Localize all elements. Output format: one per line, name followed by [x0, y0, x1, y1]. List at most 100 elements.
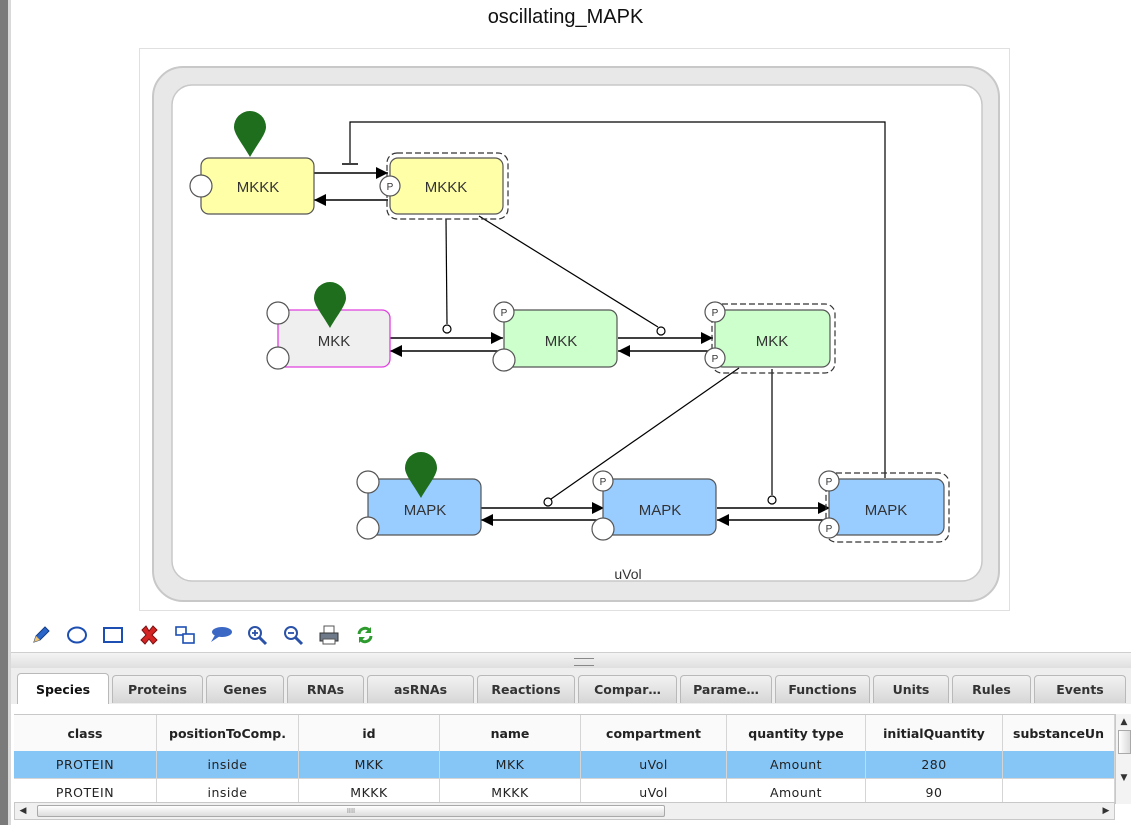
phospho-site-label: P	[600, 477, 607, 488]
inhibition-line-feedback[interactable]	[349, 121, 886, 478]
species-mkk-double-p[interactable]	[714, 309, 831, 368]
species-label: MKKK	[425, 179, 468, 196]
tab-compartments[interactable]: Compar…	[578, 675, 677, 703]
tab-proteins[interactable]: Proteins	[112, 675, 203, 703]
phospho-site[interactable]	[704, 301, 726, 323]
table-cell[interactable]: MKK	[299, 751, 440, 779]
species-mapk-single-p[interactable]	[602, 478, 717, 536]
residue-site[interactable]	[189, 174, 213, 198]
phospho-site[interactable]	[818, 470, 840, 492]
phospho-site-label: P	[501, 308, 508, 319]
residue-site[interactable]	[356, 516, 380, 540]
residue-site[interactable]	[266, 346, 290, 370]
phospho-site[interactable]	[379, 175, 401, 197]
species-mkk-single-p[interactable]	[503, 309, 618, 368]
table-cell[interactable]: 280	[866, 751, 1003, 779]
pencil-icon[interactable]	[26, 622, 56, 648]
species-label: MKKK	[237, 179, 280, 196]
multimer-outline	[825, 472, 950, 543]
residue-site[interactable]	[591, 517, 615, 541]
column-header-substance-units[interactable]: substanceUn	[1003, 715, 1115, 751]
table-cell[interactable]: PROTEIN	[14, 751, 157, 779]
table-cell[interactable]: Amount	[727, 751, 866, 779]
column-header-position[interactable]: positionToComp.	[157, 715, 299, 751]
vertical-scrollbar[interactable]: ▲ ▼	[1115, 714, 1131, 804]
layout-icon[interactable]	[170, 622, 200, 648]
phospho-site-label: P	[712, 308, 719, 319]
ellipse-icon[interactable]	[62, 622, 92, 648]
tab-rules[interactable]: Rules	[952, 675, 1031, 703]
phospho-site-label: P	[826, 524, 833, 535]
catalysis-marker-1	[442, 324, 452, 334]
phospho-site[interactable]	[592, 470, 614, 492]
phospho-site-label: P	[387, 182, 394, 193]
tab-asrnas[interactable]: asRNAs	[367, 675, 474, 703]
map-pin-icon[interactable]	[234, 111, 266, 157]
splitter-grip[interactable]	[574, 658, 594, 666]
table-cell[interactable]	[1003, 751, 1115, 779]
refresh-icon[interactable]	[350, 622, 380, 648]
scroll-grip: IIII	[346, 807, 356, 815]
residue-site[interactable]	[492, 348, 516, 372]
catalysis-line-mkkk-mkk2[interactable]	[478, 215, 659, 328]
tab-reactions[interactable]: Reactions	[477, 675, 575, 703]
diagram-toolbar	[26, 620, 380, 650]
compartment-label: uVol	[614, 566, 641, 582]
diagram-title: oscillating_MAPK	[487, 6, 644, 28]
tab-rnas[interactable]: RNAs	[287, 675, 364, 703]
residue-site[interactable]	[356, 470, 380, 494]
table-row[interactable]: PROTEIN inside MKK MKK uVol Amount 280	[14, 751, 1115, 779]
zoom-out-icon[interactable]	[278, 622, 308, 648]
column-header-initial-quantity[interactable]: initialQuantity	[866, 715, 1003, 751]
catalysis-marker-3	[543, 497, 553, 507]
tab-parameters[interactable]: Parame…	[680, 675, 772, 703]
tab-genes[interactable]: Genes	[206, 675, 284, 703]
horizontal-scrollbar[interactable]: ◀ IIII ▶	[14, 802, 1115, 820]
phospho-site[interactable]	[818, 517, 840, 539]
tab-functions[interactable]: Functions	[775, 675, 870, 703]
species-label: MKK	[545, 333, 578, 350]
table-cell[interactable]: inside	[157, 751, 299, 779]
window-left-border	[0, 0, 8, 825]
scroll-right-icon[interactable]: ▶	[1102, 806, 1110, 816]
multimer-outline	[711, 303, 836, 374]
residue-site[interactable]	[266, 301, 290, 325]
phospho-site-label: P	[826, 477, 833, 488]
species-label: MKK	[756, 333, 789, 350]
tab-events[interactable]: Events	[1034, 675, 1126, 703]
vertical-scroll-thumb[interactable]	[1118, 730, 1131, 754]
panel-splitter[interactable]	[11, 652, 1131, 669]
species-table: class positionToComp. id name compartmen…	[11, 704, 1131, 825]
tab-bar: Species Proteins Genes RNAs asRNAs React…	[11, 668, 1131, 705]
map-pin-icon[interactable]	[314, 282, 346, 328]
tab-units[interactable]: Units	[873, 675, 949, 703]
map-pin-icon[interactable]	[405, 452, 437, 498]
comment-bubble-icon[interactable]	[206, 622, 236, 648]
table-cell[interactable]: MKK	[440, 751, 581, 779]
scroll-down-icon[interactable]: ▼	[1120, 773, 1128, 783]
table-header: class positionToComp. id name compartmen…	[14, 714, 1115, 752]
catalysis-line-mkk-mapk1[interactable]	[550, 367, 740, 500]
zoom-in-icon[interactable]	[242, 622, 272, 648]
column-header-name[interactable]: name	[440, 715, 581, 751]
species-mapk-double-p[interactable]	[828, 478, 945, 536]
diagram-canvas[interactable]: uVol MKKK P MKKK MKK P MKK P P MKK	[139, 48, 1010, 611]
column-header-class[interactable]: class	[14, 715, 157, 751]
delete-icon[interactable]	[134, 622, 164, 648]
scroll-up-icon[interactable]: ▲	[1120, 717, 1128, 727]
catalysis-line-mkkk-mkk1[interactable]	[445, 218, 448, 325]
column-header-id[interactable]: id	[299, 715, 440, 751]
print-icon[interactable]	[314, 622, 344, 648]
catalysis-marker-4	[767, 495, 777, 505]
diagram-svg[interactable]: uVol MKKK P MKKK MKK P MKK P P MKK	[140, 49, 1009, 610]
tab-species[interactable]: Species	[17, 673, 109, 704]
rectangle-icon[interactable]	[98, 622, 128, 648]
phospho-site[interactable]	[493, 301, 515, 323]
table-cell[interactable]: uVol	[581, 751, 727, 779]
window-left-edge	[8, 0, 11, 825]
phospho-site[interactable]	[704, 347, 726, 369]
horizontal-scroll-thumb[interactable]: IIII	[37, 805, 665, 817]
column-header-compartment[interactable]: compartment	[581, 715, 727, 751]
column-header-quantity-type[interactable]: quantity type	[727, 715, 866, 751]
scroll-left-icon[interactable]: ◀	[19, 806, 27, 816]
